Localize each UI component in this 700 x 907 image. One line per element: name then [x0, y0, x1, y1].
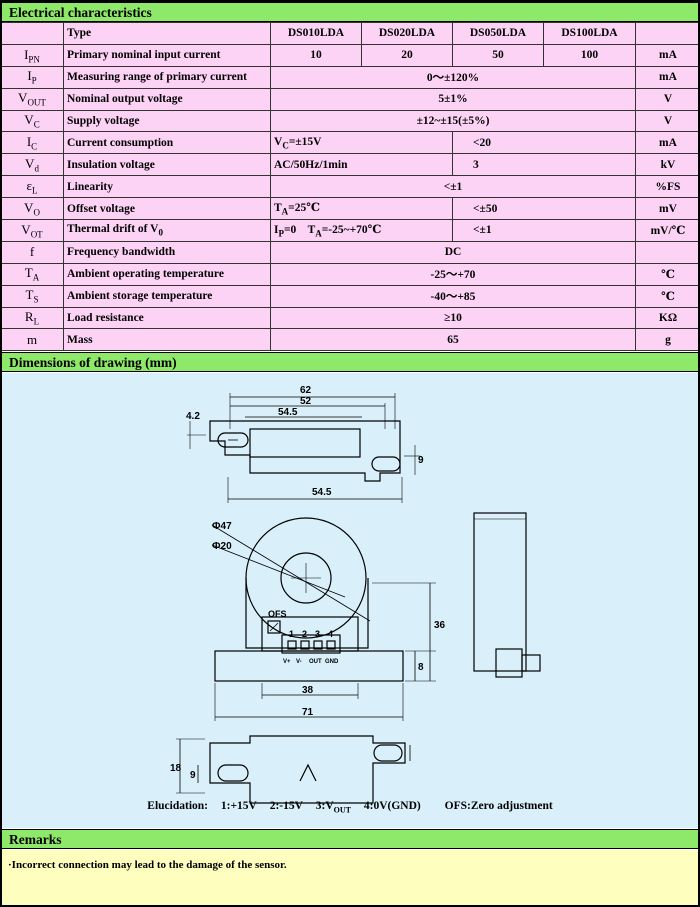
row-value: ≥10 [270, 306, 636, 330]
row-value: -25～+70 [270, 262, 636, 286]
dim-18: 18 [170, 763, 182, 774]
dim-71: 71 [302, 707, 314, 718]
row-symbol: TS [0, 284, 64, 308]
dim-54-5-top: 54.5 [278, 407, 298, 418]
dim-38: 38 [302, 685, 314, 696]
row-parameter: Current consumption [63, 131, 271, 155]
legend-pin4: 4:0V(GND) [363, 800, 421, 812]
dim-54-5-bottom: 54.5 [312, 487, 332, 498]
top-mount-slot-left [217, 432, 249, 448]
row-parameter: Mass [63, 328, 271, 352]
row-parameter: Ambient storage temperature [63, 284, 271, 308]
electrical-characteristics-header: Electrical characteristics [0, 2, 700, 22]
dimension-drawing: 62 52 54.5 4.2 9 54.5 Ф47 Ф20 OFS 1 2 3 … [0, 373, 700, 828]
dim-8: 8 [418, 662, 424, 673]
drawing-svg: 62 52 54.5 4.2 9 54.5 Ф47 Ф20 OFS 1 2 3 … [170, 385, 541, 804]
remarks-text: ·Incorrect connection may lead to the da… [8, 859, 287, 871]
dim-62: 62 [300, 385, 312, 396]
dim-52: 52 [300, 396, 312, 407]
row-unit: KΩ [635, 306, 700, 330]
remarks-body: ·Incorrect connection may lead to the da… [0, 850, 700, 907]
row-value: <20 [452, 131, 636, 155]
dim-4-2: 4.2 [186, 411, 200, 422]
pin-label-1: V+ [283, 659, 291, 665]
dim-36: 36 [434, 620, 446, 631]
legend-pin1: 1:+15V [220, 800, 257, 812]
dimensions-header: Dimensions of drawing (mm) [0, 352, 700, 372]
row-condition: TA=25℃ [270, 197, 453, 221]
row-value: DC [270, 240, 636, 264]
pin-label-4: GND [325, 659, 339, 665]
front-aperture [280, 552, 332, 604]
pin-4: 4 [328, 629, 333, 639]
row-unit: ℃ [635, 284, 700, 308]
row-unit: mA [635, 131, 700, 155]
ofs-adjuster [267, 620, 281, 634]
pin-3: 3 [315, 629, 320, 639]
row-parameter: Ambient operating temperature [63, 262, 271, 286]
row-condition: AC/50Hz/1min [270, 153, 453, 177]
top-view-outline [209, 420, 401, 482]
pin-legend: Elucidation: 1:+15V 2:-15V 3:VOUT 4:0V(G… [0, 800, 700, 814]
dim-9-bottom: 9 [190, 770, 196, 781]
header-type: Type [63, 22, 271, 45]
row-unit: g [635, 328, 700, 352]
pin-label-2: V- [296, 659, 302, 665]
dim-9-top: 9 [418, 455, 424, 466]
bottom-view-outline [209, 735, 406, 804]
row-parameter: Measuring range of primary current [63, 65, 271, 89]
dim-d47: Ф47 [212, 521, 232, 532]
label-ofs: OFS [268, 609, 287, 619]
dim-d20: Ф20 [212, 541, 232, 552]
remarks-header: Remarks [0, 829, 700, 849]
legend-pin2: 2:-15V [269, 800, 303, 812]
row-parameter: Frequency bandwidth [63, 240, 271, 264]
row-value: -40～+85 [270, 284, 636, 308]
legend-pin3: 3:VOUT [315, 800, 352, 815]
top-view-window [249, 428, 361, 458]
pin-2: 2 [302, 629, 307, 639]
pin-connector [281, 634, 341, 654]
top-mount-slot-right [371, 456, 401, 472]
legend-ofs: OFS:Zero adjustment [444, 800, 553, 812]
pin-label-3: OUT [309, 659, 322, 665]
row-parameter: Linearity [63, 175, 271, 199]
pin-1: 1 [289, 629, 294, 639]
row-condition: IP=0 TA=-25~+70℃ [270, 219, 453, 242]
legend-title: Elucidation: [147, 800, 208, 812]
row-parameter: Thermal drift of V0 [63, 219, 271, 242]
side-view-body [473, 512, 527, 672]
